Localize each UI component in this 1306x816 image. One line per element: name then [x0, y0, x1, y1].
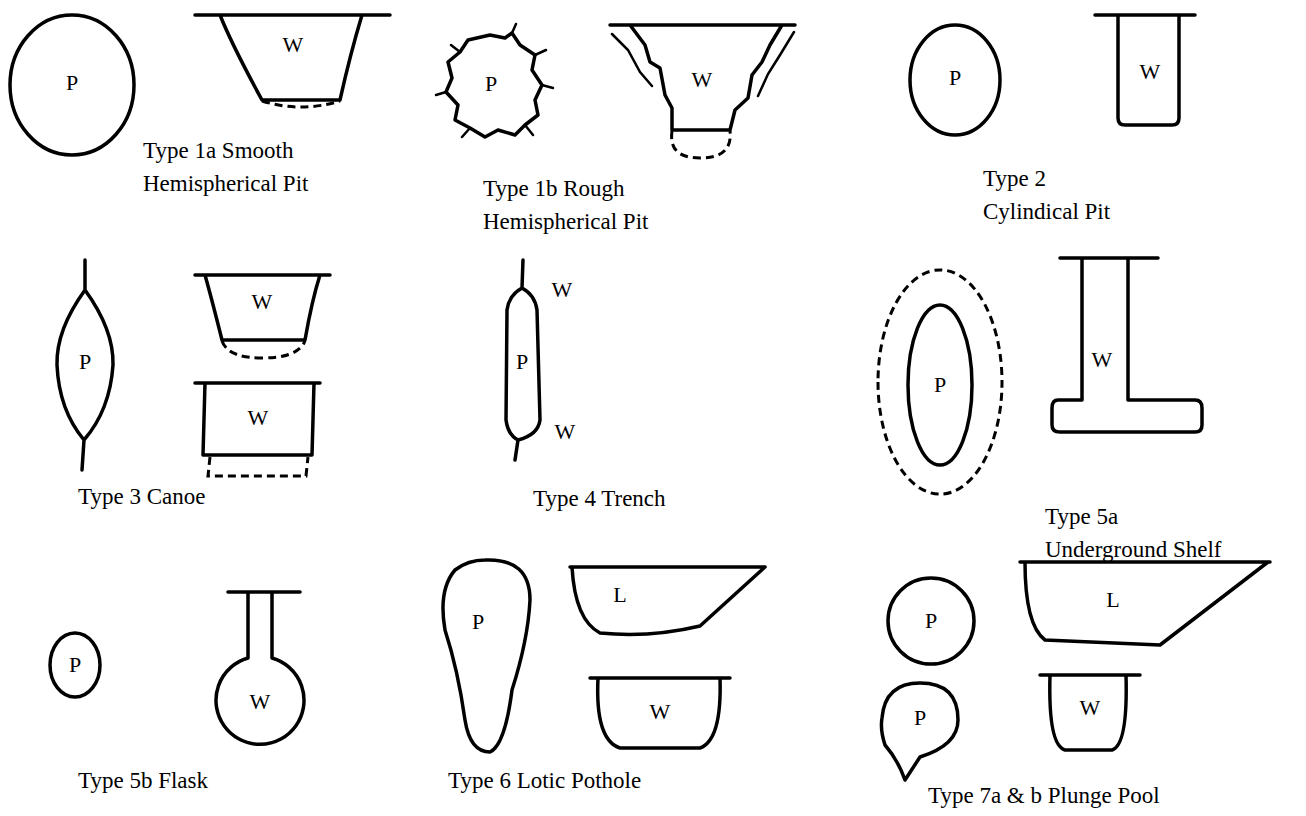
outline-path [1020, 562, 1270, 645]
type-caption: Type 1b Rough Hemispherical Pit [483, 172, 683, 239]
outline-path [1095, 15, 1195, 125]
outline-path [570, 567, 765, 634]
view-letter: W [248, 407, 269, 429]
view-letter: W [552, 279, 573, 301]
rough-wall [436, 24, 553, 137]
view-letter: L [613, 584, 626, 606]
plan-outline: P [880, 570, 985, 675]
type-caption: Type 5b Flask [78, 764, 338, 797]
profile-outline: W [600, 15, 805, 165]
view-letter: L [1106, 589, 1119, 611]
view-letter: P [472, 611, 484, 633]
outline-path [195, 15, 390, 100]
view-letter: P [485, 73, 497, 95]
profile-outline: L [1015, 555, 1277, 655]
outline-path [195, 275, 330, 340]
view-letter: W [1140, 61, 1161, 83]
outline-path [1052, 258, 1202, 432]
profile-outline: W [1035, 668, 1145, 758]
dashed-limit [262, 101, 340, 107]
plan-outline: P [435, 552, 540, 762]
outline-path [446, 33, 542, 137]
outline-path [910, 25, 1000, 135]
plan-outline: P [875, 680, 965, 785]
view-letter: W [692, 69, 713, 91]
plan-outline: P [435, 25, 555, 145]
plan-outline: P [40, 628, 110, 703]
view-letter: P [66, 72, 78, 94]
profile-outline: W [210, 585, 310, 750]
view-letter: W [650, 701, 671, 723]
type-caption: Type 3 Canoe [78, 480, 338, 513]
view-letter: W [555, 421, 576, 443]
profile-outline: W [1090, 8, 1200, 133]
plan-outline: P [50, 255, 125, 475]
outline-path [908, 305, 972, 465]
dashed-limit [672, 131, 731, 158]
outline-shape [565, 558, 770, 643]
profile-outline: W [190, 268, 335, 365]
outline-path [590, 678, 730, 748]
plan-outline: P [870, 265, 1010, 497]
dashed-limit [208, 457, 308, 476]
view-letter: P [914, 707, 926, 729]
outline-path [443, 560, 530, 752]
dashed-limit [222, 341, 305, 358]
plan-outline: P [5, 10, 140, 160]
outline-shape [875, 680, 965, 785]
outline-shape [1015, 555, 1277, 655]
type-caption: Type 5a Underground Shelf [1045, 500, 1235, 567]
view-letter: W [283, 34, 304, 56]
profile-outline: W [585, 670, 735, 755]
rough-wall [612, 32, 794, 96]
view-letter: P [949, 67, 961, 89]
view-letter: P [516, 351, 528, 373]
profile-outline: L [565, 558, 770, 643]
outline-path [506, 260, 540, 460]
profile-outline: W [1045, 250, 1210, 440]
type-caption: Type 7a & b Plunge Pool [928, 779, 1268, 812]
view-letter: P [79, 351, 91, 373]
view-letter: W [250, 691, 271, 713]
type-caption: Type 1a Smooth Hemispherical Pit [143, 134, 343, 201]
plan-outline: P [905, 20, 1005, 140]
profile-outline: W [190, 376, 325, 483]
outline-path [10, 15, 134, 155]
outline-shape [190, 376, 325, 483]
outline-path [216, 592, 304, 744]
outline-shape [435, 552, 540, 762]
plan-outline: P [495, 255, 550, 465]
outline-shape [190, 8, 400, 118]
type-caption: Type 6 Lotic Pothole [448, 764, 748, 797]
view-letter: W [1080, 697, 1101, 719]
view-letter: P [934, 374, 946, 396]
type-caption: Type 4 Trench [533, 482, 793, 515]
outline-path [610, 25, 795, 130]
outline-shape [190, 268, 335, 365]
view-letter: P [925, 610, 937, 632]
view-letter: W [252, 291, 273, 313]
outline-path [50, 633, 100, 697]
outline-shape [210, 585, 310, 750]
view-letter: W [1092, 349, 1113, 371]
outline-shape [1045, 250, 1210, 440]
dashed-limit [878, 270, 1002, 494]
outline-path [881, 683, 958, 780]
outline-path [195, 383, 320, 455]
view-letter: P [69, 654, 81, 676]
outline-path [57, 260, 113, 470]
outline-path [1040, 675, 1140, 750]
type-caption: Type 2 Cylindical Pit [983, 162, 1133, 229]
profile-outline: W [190, 8, 400, 118]
outline-path [888, 578, 974, 664]
